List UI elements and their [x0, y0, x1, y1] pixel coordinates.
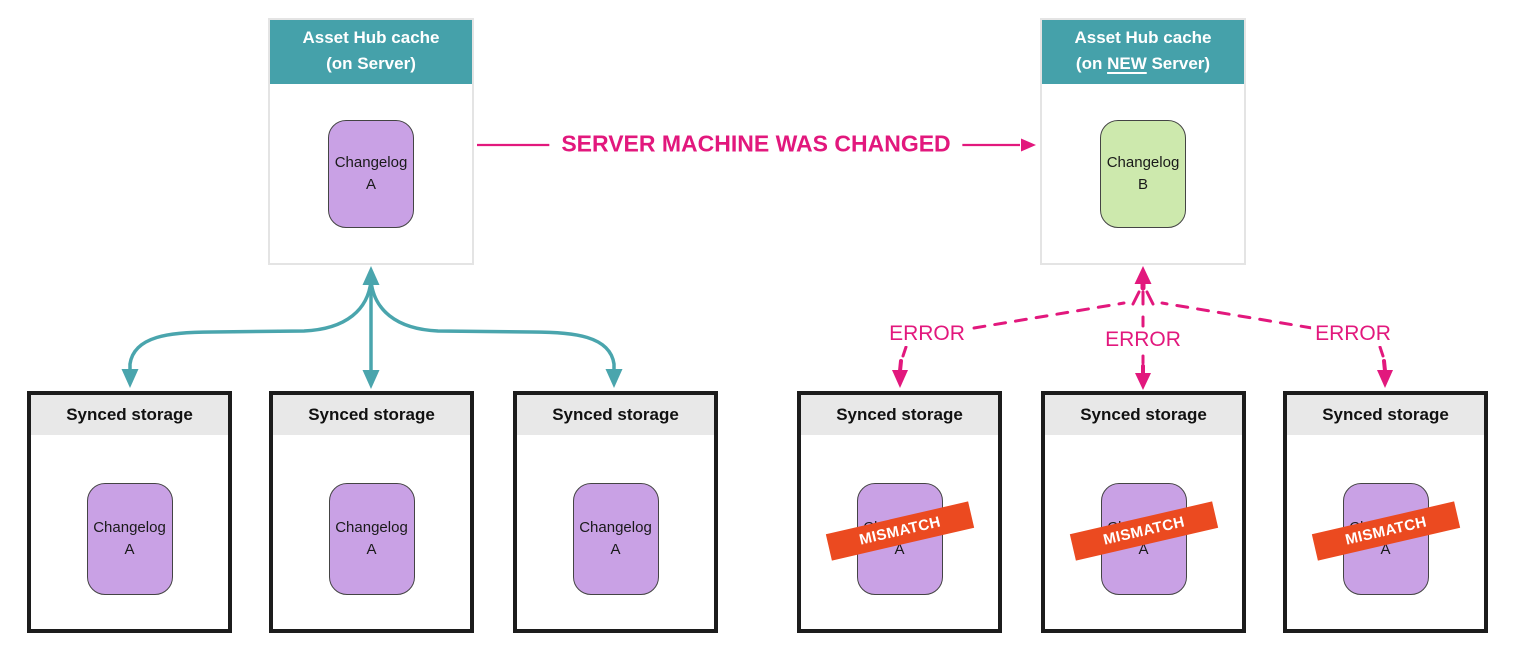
- sync-arrow-left-branch: [128, 279, 373, 374]
- arrowhead-up-icon: [1134, 266, 1152, 284]
- sync-arrows: [121, 266, 623, 389]
- changelog-version: A: [1380, 541, 1391, 558]
- storage-title: Synced storage: [1045, 395, 1242, 435]
- asset-hub-server-box: Asset Hub cache (on Server) Changelog A: [268, 18, 474, 265]
- changelog-label: Changelog: [334, 154, 408, 172]
- asset-hub-new-server-box: Asset Hub cache (on NEW Server) Changelo…: [1040, 18, 1246, 265]
- new-underlined: NEW: [1107, 54, 1147, 74]
- error-down-dash: [1378, 345, 1385, 358]
- changelog-version: A: [894, 541, 905, 558]
- changelog-a-node: Changelog A: [572, 483, 659, 595]
- arrowhead-down-icon: [362, 370, 380, 389]
- error-down-dash: [901, 345, 908, 358]
- hub-title-line1: Asset Hub cache: [302, 28, 440, 47]
- error-down-stem: [1382, 359, 1387, 373]
- changelog-version: A: [1138, 541, 1149, 558]
- arrowhead-down-icon: [1135, 373, 1151, 390]
- synced-storage-box-mismatch: Synced storage Changelog A MISMATCH: [1283, 391, 1488, 633]
- synced-storage-box: Synced storage Changelog A: [513, 391, 718, 633]
- error-down-stem: [898, 359, 903, 373]
- error-label: ERROR: [1311, 322, 1395, 346]
- changelog-version: A: [365, 176, 376, 193]
- changelog-label: Changelog: [579, 519, 652, 537]
- error-label: ERROR: [1101, 328, 1185, 352]
- changelog-a-node: Changelog A: [328, 483, 415, 595]
- arrowhead-down-icon: [121, 369, 139, 388]
- server-change-label: SERVER MACHINE WAS CHANGED: [549, 130, 963, 158]
- sync-arrow-right-branch: [369, 279, 616, 374]
- synced-storage-box-mismatch: Synced storage Changelog A MISMATCH: [797, 391, 1002, 633]
- storage-title: Synced storage: [801, 395, 998, 435]
- error-label: ERROR: [885, 322, 969, 346]
- asset-hub-new-server-title: Asset Hub cache (on NEW Server): [1042, 20, 1244, 84]
- changelog-version: A: [366, 541, 377, 558]
- arrowhead-down-icon: [1377, 370, 1393, 388]
- changelog-a-node: Changelog A: [86, 483, 173, 595]
- changelog-version: A: [610, 541, 621, 558]
- changelog-a-node: Changelog A: [328, 120, 414, 228]
- synced-storage-box: Synced storage Changelog A: [269, 391, 474, 633]
- synced-storage-box-mismatch: Synced storage Changelog A MISMATCH: [1041, 391, 1246, 633]
- storage-title: Synced storage: [1287, 395, 1484, 435]
- hub-title-line1: Asset Hub cache: [1074, 28, 1212, 47]
- storage-title: Synced storage: [31, 395, 228, 435]
- arrowhead-down-icon: [605, 369, 623, 388]
- changelog-version: B: [1137, 176, 1148, 193]
- arrowhead-right-icon: [1021, 138, 1036, 152]
- changelog-label: Changelog: [1106, 154, 1180, 172]
- changelog-version: A: [124, 541, 135, 558]
- error-dashed-left-link: [972, 301, 1126, 330]
- error-fan-dash: [1131, 290, 1141, 306]
- changelog-b-node: Changelog B: [1100, 120, 1186, 228]
- arrowhead-down-icon: [892, 370, 908, 388]
- hub-title-line2: (on Server): [326, 54, 416, 74]
- arrowhead-up-icon: [362, 266, 380, 285]
- error-fan-dash: [1145, 290, 1155, 306]
- changelog-label: Changelog: [335, 519, 408, 537]
- storage-title: Synced storage: [517, 395, 714, 435]
- changelog-label: Changelog: [93, 519, 166, 537]
- storage-title: Synced storage: [273, 395, 470, 435]
- error-dashed-right-link: [1160, 301, 1314, 330]
- asset-hub-server-title: Asset Hub cache (on Server): [270, 20, 472, 84]
- synced-storage-box: Synced storage Changelog A: [27, 391, 232, 633]
- hub-title-line2: (on NEW Server): [1075, 54, 1211, 74]
